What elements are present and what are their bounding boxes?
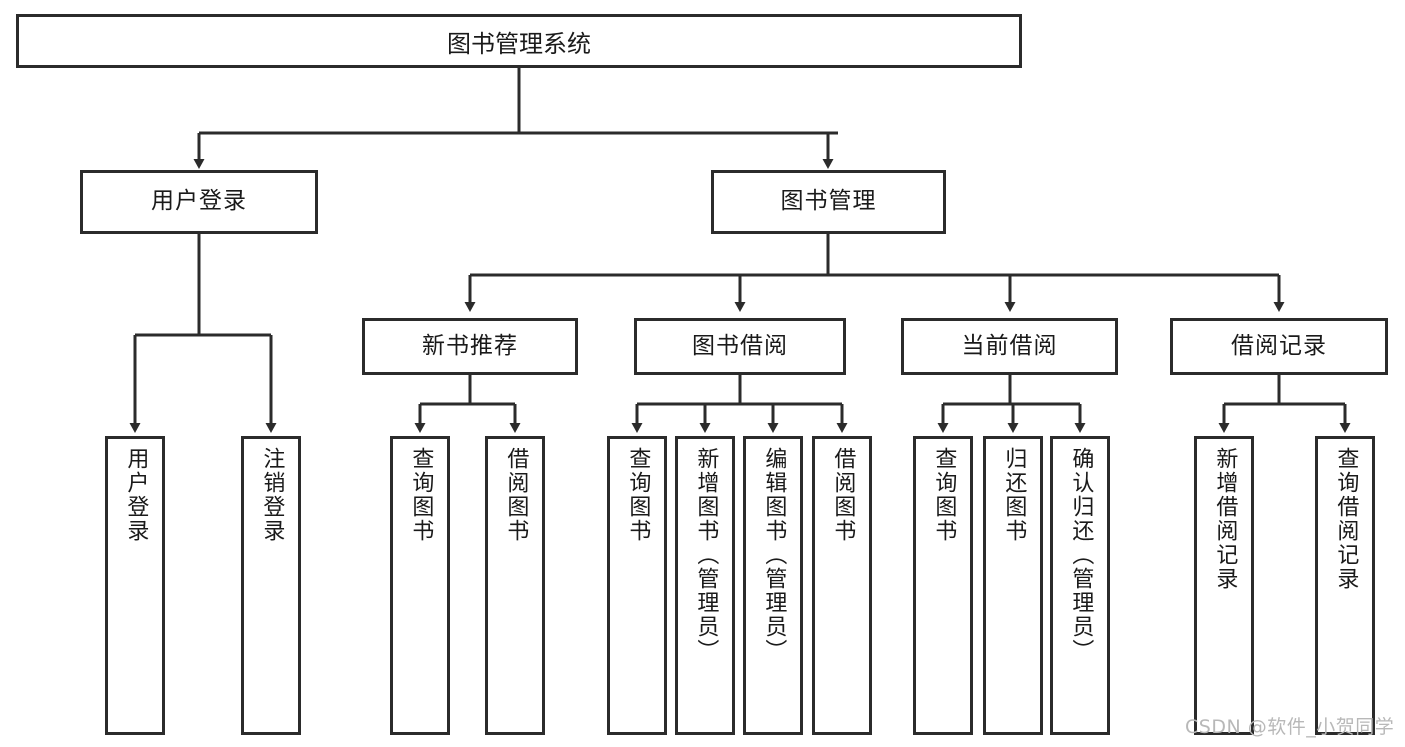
node-book-borrow[interactable]: 图书借阅: [634, 318, 846, 375]
node-leaf-user-login-label: 用户登录: [123, 447, 149, 543]
node-leaf-query-book-3-label: 查询图书: [931, 447, 957, 543]
node-root[interactable]: 图书管理系统: [16, 14, 1022, 68]
node-new-book-recommend-label: 新书推荐: [422, 332, 518, 359]
node-leaf-user-login[interactable]: 用户登录: [105, 436, 165, 735]
node-leaf-confirm-return[interactable]: 确认归还（管理员）: [1050, 436, 1110, 735]
node-leaf-return-book[interactable]: 归还图书: [983, 436, 1043, 735]
node-leaf-confirm-return-label: 确认归还（管理员）: [1068, 447, 1094, 663]
node-book-management[interactable]: 图书管理: [711, 170, 946, 234]
node-leaf-add-book[interactable]: 新增图书（管理员）: [675, 436, 735, 735]
node-leaf-query-book-1-label: 查询图书: [408, 447, 434, 543]
node-leaf-query-record[interactable]: 查询借阅记录: [1315, 436, 1375, 735]
node-book-borrow-label: 图书借阅: [692, 332, 788, 359]
csdn-watermark: CSDN @软件_小贺同学: [1185, 716, 1395, 738]
node-leaf-borrow-book-1-label: 借阅图书: [503, 447, 529, 543]
node-root-label: 图书管理系统: [447, 29, 591, 58]
node-leaf-logout-login-label: 注销登录: [259, 447, 285, 543]
node-leaf-borrow-book-1[interactable]: 借阅图书: [485, 436, 545, 735]
node-new-book-recommend[interactable]: 新书推荐: [362, 318, 578, 375]
node-current-borrow[interactable]: 当前借阅: [901, 318, 1118, 375]
node-leaf-borrow-book-2[interactable]: 借阅图书: [812, 436, 872, 735]
node-user-login[interactable]: 用户登录: [80, 170, 318, 234]
node-leaf-add-record-label: 新增借阅记录: [1212, 447, 1238, 591]
node-leaf-query-book-3[interactable]: 查询图书: [913, 436, 973, 735]
node-borrow-record[interactable]: 借阅记录: [1170, 318, 1388, 375]
node-borrow-record-label: 借阅记录: [1231, 332, 1327, 359]
node-leaf-edit-book-label: 编辑图书（管理员）: [761, 447, 787, 663]
node-leaf-logout-login[interactable]: 注销登录: [241, 436, 301, 735]
node-leaf-query-book-2-label: 查询图书: [625, 447, 651, 543]
node-leaf-return-book-label: 归还图书: [1001, 447, 1027, 543]
node-current-borrow-label: 当前借阅: [961, 332, 1058, 359]
node-user-login-label: 用户登录: [151, 188, 247, 215]
node-leaf-query-book-1[interactable]: 查询图书: [390, 436, 450, 735]
node-leaf-query-book-2[interactable]: 查询图书: [607, 436, 667, 735]
node-leaf-add-book-label: 新增图书（管理员）: [693, 447, 719, 663]
node-book-management-label: 图书管理: [780, 188, 877, 215]
node-leaf-edit-book[interactable]: 编辑图书（管理员）: [743, 436, 803, 735]
node-leaf-query-record-label: 查询借阅记录: [1333, 447, 1359, 591]
node-leaf-add-record[interactable]: 新增借阅记录: [1194, 436, 1254, 735]
node-leaf-borrow-book-2-label: 借阅图书: [830, 447, 856, 543]
